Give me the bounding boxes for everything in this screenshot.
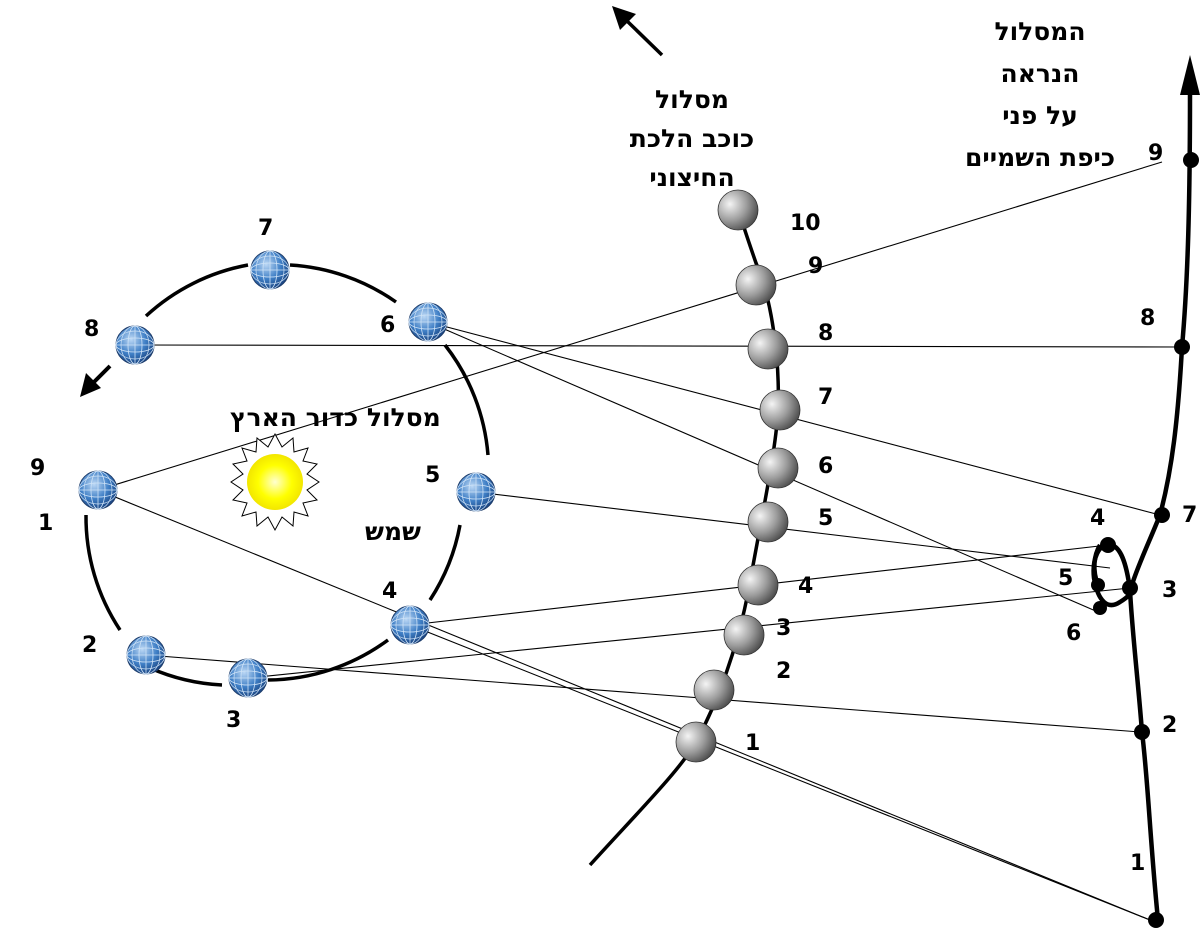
sky-position-labels: 1 2 3 4 5 6 7 8 9 bbox=[1058, 141, 1197, 876]
planet-position-3 bbox=[723, 614, 765, 656]
sky-label-5: 5 bbox=[1058, 566, 1073, 591]
planet-label-2: 2 bbox=[776, 659, 791, 684]
earth-label-6: 6 bbox=[380, 313, 395, 338]
apparent-label-line-1: המסלול bbox=[994, 17, 1085, 46]
outer-planet-orbit-label: מסלול כוכב הלכת החיצוני bbox=[630, 85, 754, 192]
planet-label-1: 1 bbox=[745, 731, 760, 756]
earth-globe-3 bbox=[228, 658, 268, 698]
outer-orbit-label-line-3: החיצוני bbox=[649, 163, 734, 192]
planet-position-7 bbox=[759, 389, 801, 431]
earth-globe-8 bbox=[115, 325, 155, 365]
sky-dot-6 bbox=[1093, 601, 1107, 615]
outer-planet-direction-arrow bbox=[612, 6, 664, 57]
apparent-label-line-4: כיפת השמיים bbox=[965, 143, 1115, 172]
planet-label-10: 10 bbox=[790, 211, 821, 236]
planet-label-5: 5 bbox=[818, 506, 833, 531]
sky-dot-5 bbox=[1091, 578, 1105, 592]
sky-label-4: 4 bbox=[1090, 506, 1105, 531]
earth-globe-6 bbox=[408, 302, 448, 342]
earth-label-8: 8 bbox=[84, 317, 99, 342]
earth-label-5: 5 bbox=[425, 463, 440, 488]
sun-icon bbox=[230, 432, 320, 532]
earth-position-labels: 1 2 3 4 5 6 7 8 9 bbox=[30, 216, 440, 733]
sky-dot-9 bbox=[1183, 152, 1199, 168]
earth-globe-7 bbox=[250, 250, 290, 290]
apparent-path-arrow bbox=[1180, 55, 1200, 95]
outer-planet-orbit-arc bbox=[588, 207, 781, 867]
planet-label-3: 3 bbox=[776, 616, 791, 641]
earth-globe-5 bbox=[456, 472, 496, 512]
planet-position-8 bbox=[747, 328, 789, 370]
planet-label-6: 6 bbox=[818, 454, 833, 479]
planet-position-5 bbox=[747, 501, 789, 543]
earth-globe-4 bbox=[390, 605, 430, 645]
earth-globe-1 bbox=[78, 470, 118, 510]
planet-position-9 bbox=[735, 264, 777, 306]
earth-label-1: 1 bbox=[38, 511, 53, 536]
sky-label-9: 9 bbox=[1148, 141, 1163, 166]
sky-dot-1 bbox=[1148, 912, 1164, 928]
planet-position-4 bbox=[737, 564, 779, 606]
earth-globe-2 bbox=[126, 635, 166, 675]
apparent-path-label: המסלול הנראה על פני כיפת השמיים bbox=[965, 17, 1115, 172]
sky-label-7: 7 bbox=[1182, 503, 1197, 528]
sky-dot-2 bbox=[1134, 724, 1150, 740]
apparent-label-line-3: על פני bbox=[1002, 101, 1078, 130]
sky-label-3: 3 bbox=[1162, 578, 1177, 603]
earth-orbit-arrow bbox=[80, 364, 112, 397]
sky-dot-7 bbox=[1154, 507, 1170, 523]
apparent-sky-path bbox=[1091, 89, 1193, 921]
planet-label-9: 9 bbox=[808, 254, 823, 279]
outer-orbit-label-line-1: מסלול bbox=[655, 85, 729, 114]
sky-dot-3 bbox=[1122, 580, 1138, 596]
planet-position-labels: 1 2 3 4 5 6 7 8 9 10 bbox=[745, 211, 833, 756]
outer-planets bbox=[675, 189, 801, 763]
sky-label-2: 2 bbox=[1162, 713, 1177, 738]
planet-label-7: 7 bbox=[818, 385, 833, 410]
earth-label-3: 3 bbox=[226, 708, 241, 733]
earth-label-7: 7 bbox=[258, 216, 273, 241]
planet-label-4: 4 bbox=[798, 574, 813, 599]
planet-position-6 bbox=[757, 447, 799, 489]
sun-label: שמש bbox=[365, 517, 421, 546]
lines-of-sight bbox=[97, 161, 1183, 921]
sky-dot-4 bbox=[1100, 537, 1116, 553]
earth-orbit-label: מסלול כדור הארץ bbox=[230, 403, 441, 432]
earth-label-9: 9 bbox=[30, 456, 45, 481]
planet-position-10 bbox=[717, 189, 759, 231]
sky-label-8: 8 bbox=[1140, 306, 1155, 331]
sky-label-6: 6 bbox=[1066, 621, 1081, 646]
planet-label-8: 8 bbox=[818, 321, 833, 346]
sky-label-1: 1 bbox=[1130, 851, 1145, 876]
sky-dot-8 bbox=[1174, 339, 1190, 355]
earth-label-4: 4 bbox=[382, 579, 397, 604]
sky-dots bbox=[1091, 152, 1199, 928]
outer-orbit-label-line-2: כוכב הלכת bbox=[630, 124, 754, 153]
apparent-label-line-2: הנראה bbox=[1001, 59, 1080, 88]
earth-label-2: 2 bbox=[82, 633, 97, 658]
planet-position-2 bbox=[693, 669, 735, 711]
planet-position-1 bbox=[675, 721, 717, 763]
